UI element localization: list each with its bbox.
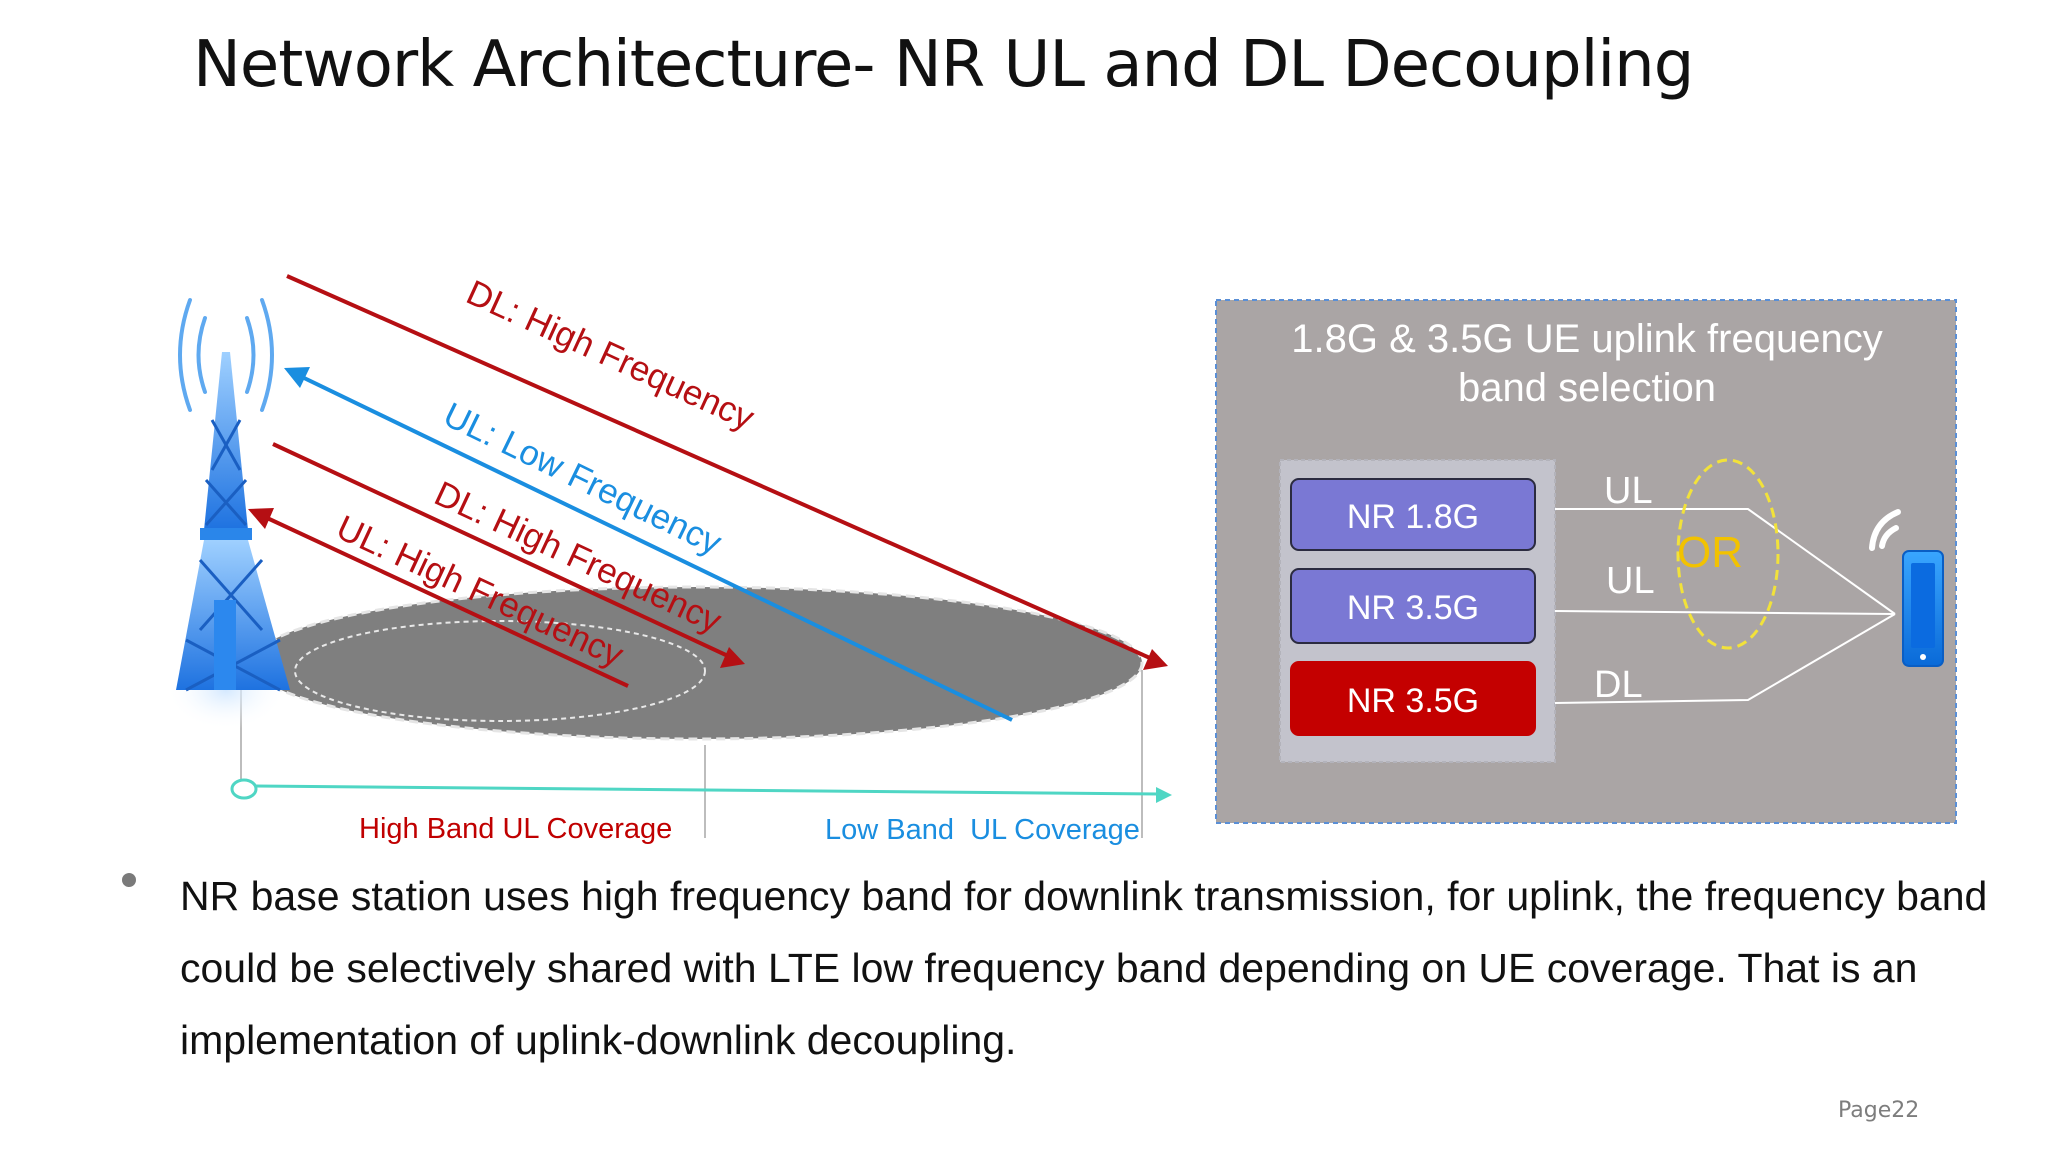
low-band-ul-coverage-label: Low Band UL Coverage (825, 814, 1140, 846)
band-nr-3-5g-ul (1290, 568, 1536, 644)
link-label-ul-1: UL (1604, 470, 1653, 512)
link-label-dl: DL (1594, 664, 1643, 706)
coverage-axis-arrowhead (1156, 787, 1172, 803)
arrow-dl-high-frequency-long (286, 274, 1168, 670)
bullet-dot (122, 873, 136, 887)
arrow-dl-high-frequency-short (272, 442, 745, 668)
label-dl-high-frequency-1: DL: High Frequency (461, 273, 761, 438)
band-nr-1-8g-label: NR 1.8G (1347, 498, 1479, 536)
link-lines (1554, 508, 1896, 704)
smartphone-icon (1902, 550, 1944, 667)
band-nr-3-5g-ul-label: NR 3.5G (1347, 589, 1479, 627)
page-number: Page22 (1838, 1098, 1920, 1123)
link-label-ul-2: UL (1606, 560, 1655, 602)
band-nr-1-8g (1290, 478, 1536, 551)
high-band-ul-coverage-label: High Band UL Coverage (359, 813, 672, 845)
band-nr-3-5g-dl-label: NR 3.5G (1347, 682, 1479, 720)
high-band-coverage-area (294, 620, 706, 722)
signal-icon (1869, 509, 1901, 551)
band-selection-title-line1: 1.8G & 3.5G UE uplink frequency (1291, 317, 1882, 361)
band-selection-title-line2: band selection (1458, 366, 1716, 410)
or-selection-ellipse (1676, 458, 1780, 650)
or-label: OR (1677, 528, 1743, 577)
coverage-axis-origin (230, 778, 258, 800)
band-nr-3-5g-dl (1290, 661, 1536, 736)
bullet-text: NR base station uses high frequency band… (180, 873, 1988, 1063)
arrow-ul-high-frequency (248, 508, 629, 688)
slide-title: Network Architecture- NR UL and DL Decou… (193, 28, 1694, 102)
arrow-ul-low-frequency (284, 367, 1013, 722)
cell-tower-icon (166, 298, 290, 730)
coverage-axis-line (254, 784, 1161, 796)
